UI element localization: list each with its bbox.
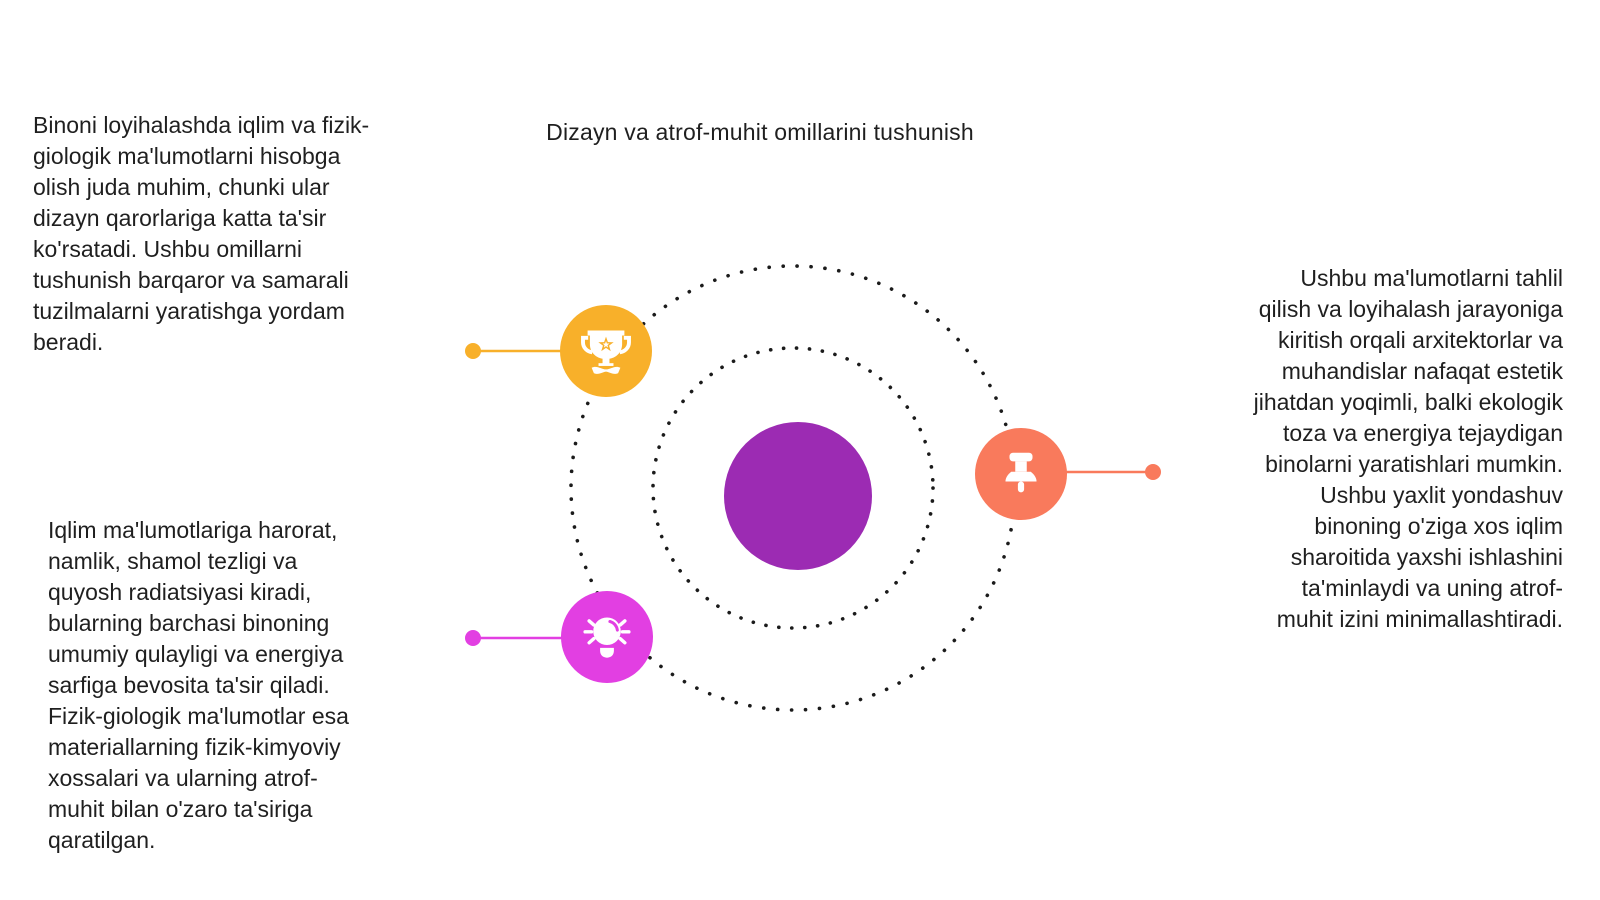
pushpin-icon xyxy=(1005,452,1037,493)
lightbulb-badge xyxy=(561,591,653,683)
inner-dotted-ring xyxy=(651,346,935,630)
text-block-right: Ushbu ma'lumotlarni tahlil qilish va loy… xyxy=(1253,265,1563,632)
lightbulb-connector-dot xyxy=(465,630,481,646)
pushpin-connector xyxy=(1066,464,1161,480)
trophy-connector xyxy=(465,343,561,359)
trophy-connector-dot xyxy=(465,343,481,359)
pushpin-connector-dot xyxy=(1145,464,1161,480)
pushpin-badge xyxy=(975,428,1067,520)
page-title: Dizayn va atrof-muhit omillarini tushuni… xyxy=(546,119,974,145)
center-circle xyxy=(724,422,872,570)
lightbulb-connector xyxy=(465,630,562,646)
trophy-icon xyxy=(581,330,631,374)
lightbulb-icon xyxy=(583,617,631,658)
trophy-badge xyxy=(560,305,652,397)
text-block-top-left: Binoni loyihalashda iqlim va fizik- giol… xyxy=(33,112,370,355)
text-block-bottom-left: Iqlim ma'lumotlariga harorat, namlik, sh… xyxy=(48,517,349,853)
